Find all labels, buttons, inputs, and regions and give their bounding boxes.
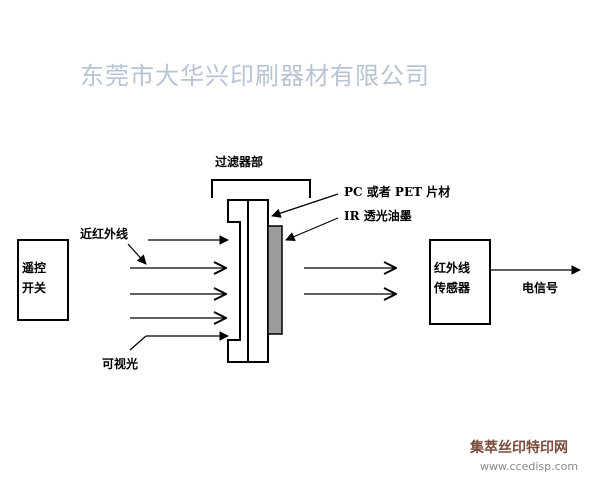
- pc-pet-callout: [271, 193, 339, 218]
- visible-light-pointer: [129, 335, 147, 351]
- remote-switch-box: [17, 239, 69, 321]
- sensor-label-line2: 传感器: [433, 280, 471, 295]
- filter-bracket-label: 过滤器部: [215, 154, 263, 169]
- filter-housing: [227, 199, 249, 363]
- near-ir-label: 近红外线: [80, 226, 128, 241]
- remote-label-line2: 开关: [22, 280, 46, 295]
- visible-light-label: 可视光: [102, 356, 138, 371]
- ir-ink-layer: [267, 225, 283, 335]
- ir-sensor-box: [429, 239, 491, 325]
- pc-pet-sheet: [247, 199, 269, 363]
- near-ir-pointer-arrow: [127, 243, 147, 265]
- filter-bracket: [211, 179, 311, 198]
- ir-ink-callout: [285, 217, 339, 242]
- remote-label-line1: 遥控: [22, 260, 46, 275]
- sensor-label-line1: 红外线: [434, 260, 470, 275]
- watermark-title: 集萃丝印特印网: [469, 439, 568, 456]
- watermark-url: www.ccedisp.com: [480, 460, 578, 473]
- electric-signal-label: 电信号: [522, 280, 558, 295]
- ir-ink-label: IR 透光油墨: [344, 208, 412, 223]
- company-title: 东莞市大华兴印刷器材有限公司: [80, 62, 430, 90]
- pc-pet-label: PC 或者 PET 片材: [344, 184, 450, 199]
